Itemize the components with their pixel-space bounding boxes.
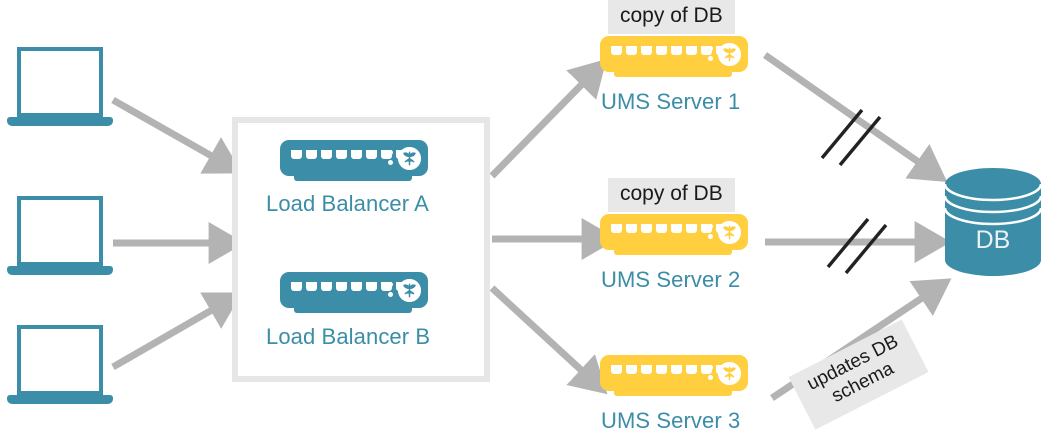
- server-status-leds: [388, 282, 394, 302]
- server-foot: [614, 388, 732, 396]
- ums-server-2-label: UMS Server 2: [601, 267, 741, 292]
- laptop-base: [7, 117, 113, 126]
- server-brand-badge-icon: [718, 362, 741, 385]
- break-mark-ums1-b: [838, 115, 882, 167]
- ums-server-2-icon: [600, 214, 748, 258]
- arrow-client3-to-lb: [111, 292, 243, 371]
- server-brand-badge-icon: [718, 43, 741, 66]
- ums-server-2-callout: copy of DB: [608, 178, 735, 212]
- server-brand-badge-icon: [398, 147, 421, 170]
- server-foot: [294, 173, 412, 181]
- ums-server-3-icon: [600, 355, 748, 399]
- laptop-screen: [17, 47, 103, 117]
- server-status-leds: [388, 150, 394, 170]
- laptop-screen: [17, 325, 103, 395]
- load-balancer-b-label: Load Balancer B: [266, 324, 431, 349]
- break-mark-ums2-b: [844, 223, 888, 275]
- ums-server-1-callout: copy of DB: [608, 0, 735, 34]
- server-status-leds: [708, 365, 714, 385]
- laptop-base: [7, 395, 113, 404]
- ums-server-1-label: UMS Server 1: [601, 89, 741, 114]
- database-cylinder-shape: [943, 168, 1043, 276]
- arrow-ums1-to-db: [762, 52, 948, 183]
- server-brand-badge-icon: [718, 221, 741, 244]
- server-ports: [291, 282, 407, 291]
- laptop-screen: [17, 196, 103, 266]
- server-foot: [614, 69, 732, 77]
- load-balancer-a-label: Load Balancer A: [266, 191, 429, 216]
- server-status-leds: [708, 224, 714, 244]
- server-brand-badge-icon: [398, 279, 421, 302]
- load-balancer-a-icon: [280, 140, 428, 184]
- laptop-base: [7, 266, 113, 275]
- ums-server-1-icon: [600, 36, 748, 80]
- arrow-client1-to-lb: [111, 96, 243, 174]
- database-label: DB: [975, 226, 1011, 254]
- server-foot: [614, 247, 732, 255]
- ums-server-3-label: UMS Server 3: [601, 408, 741, 433]
- server-foot: [294, 305, 412, 313]
- database-icon: DB: [943, 168, 1043, 276]
- load-balancer-b-icon: [280, 272, 428, 316]
- break-mark-ums2-a: [826, 217, 870, 269]
- server-status-leds: [708, 46, 714, 66]
- break-mark-ums1-a: [820, 108, 864, 160]
- arrow-lb-to-ums1: [489, 59, 607, 179]
- arrow-lb-to-ums3: [489, 285, 608, 395]
